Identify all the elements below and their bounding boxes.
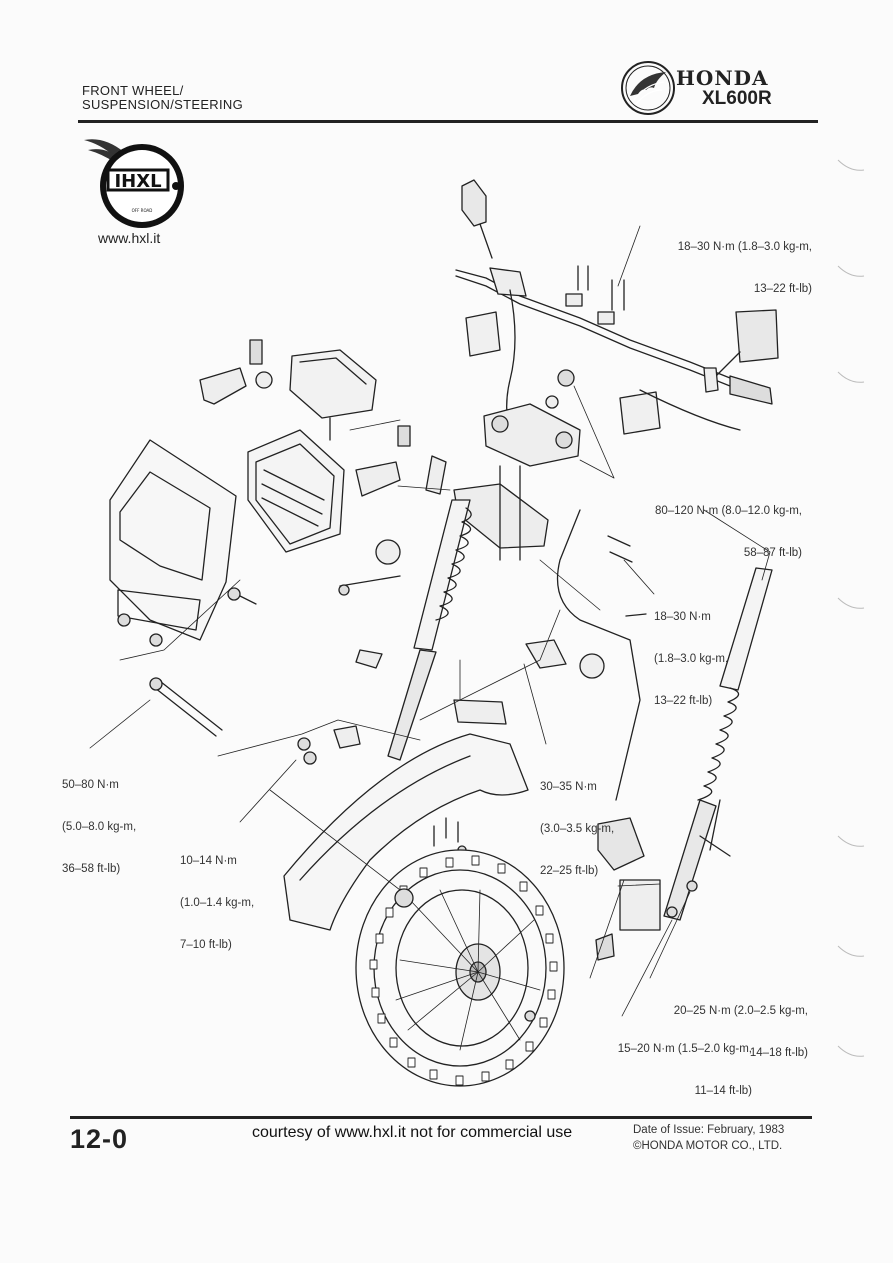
torque-label-fender-bolts: 10–14 N·m (1.0–1.4 kg-m, 7–10 ft-lb) — [180, 855, 255, 951]
torque-label-axle-holder: 30–35 N·m (3.0–3.5 kg-m, 22–25 ft-lb) — [540, 781, 615, 877]
front-wheel — [355, 849, 565, 1087]
torque-label-fork-top-bridge: 18–30 N·m (1.8–3.0 kg-m, 13–22 ft-lb) — [654, 611, 729, 707]
brake-caliper — [597, 817, 645, 871]
courtesy-note: courtesy of www.hxl.it not for commercia… — [252, 1124, 573, 1141]
handlebar-holders — [545, 265, 625, 409]
front-fender — [283, 733, 529, 931]
copyright: ©HONDA MOTOR CO., LTD. — [633, 1140, 783, 1152]
front-axle — [149, 677, 223, 737]
right-fork — [619, 567, 773, 931]
bracket — [355, 461, 401, 497]
model-name: XL600R — [702, 88, 772, 109]
page-edge-marks — [837, 159, 865, 1057]
speedometer — [289, 349, 377, 441]
torque-label-steering-stem-nut: 80–120 N·m (8.0–12.0 kg-m, 58–87 ft-lb) — [654, 505, 802, 559]
left-switch — [465, 311, 501, 357]
header-rule — [78, 120, 818, 123]
axle-holder — [453, 699, 507, 725]
cable — [639, 389, 741, 431]
torque-label-disc-bolts: 15–20 N·m (1.5–2.0 kg-m, 11–14 ft-lb) — [617, 1043, 752, 1097]
headlight — [247, 429, 345, 553]
left-mirror — [461, 179, 493, 259]
issue-date: Date of Issue: February, 1983 — [633, 1124, 785, 1136]
brand-name: HONDA — [676, 66, 769, 90]
footer-rule — [70, 1116, 812, 1119]
page-number: 12-0 — [70, 1124, 129, 1154]
headlight-cowl — [109, 439, 237, 647]
left-fork — [387, 499, 472, 761]
section-title: FRONT WHEEL/ SUSPENSION/STEERING — [82, 84, 243, 112]
torque-label-handlebar-holder: 18–30 N·m (1.8–3.0 kg-m, 13–22 ft-lb) — [677, 241, 812, 295]
section-title-line2: SUSPENSION/STEERING — [82, 97, 244, 112]
svg-text:OFF ROAD: OFF ROAD — [132, 208, 153, 213]
bracket — [199, 367, 247, 405]
honda-wing-emblem — [621, 61, 675, 115]
torque-label-front-axle: 50–80 N·m (5.0–8.0 kg-m, 36–58 ft-lb) — [62, 779, 137, 875]
top-bridge — [483, 403, 581, 467]
torque-label-caliper-bolts: 20–25 N·m (2.0–2.5 kg-m, 14–18 ft-lb) — [673, 1005, 808, 1059]
section-title-line1: FRONT WHEEL/ — [82, 83, 184, 98]
bottom-bridge — [453, 483, 549, 549]
brake-hose — [556, 509, 641, 801]
right-switch — [619, 391, 661, 435]
hxl-logo-text: IHXL — [114, 171, 161, 192]
fender-bolts — [433, 817, 467, 855]
hxl-logo: IHXL OFF ROAD — [84, 139, 184, 228]
handlebar — [455, 267, 773, 405]
hxl-url: www.hxl.it — [98, 230, 161, 246]
horn — [375, 539, 401, 565]
